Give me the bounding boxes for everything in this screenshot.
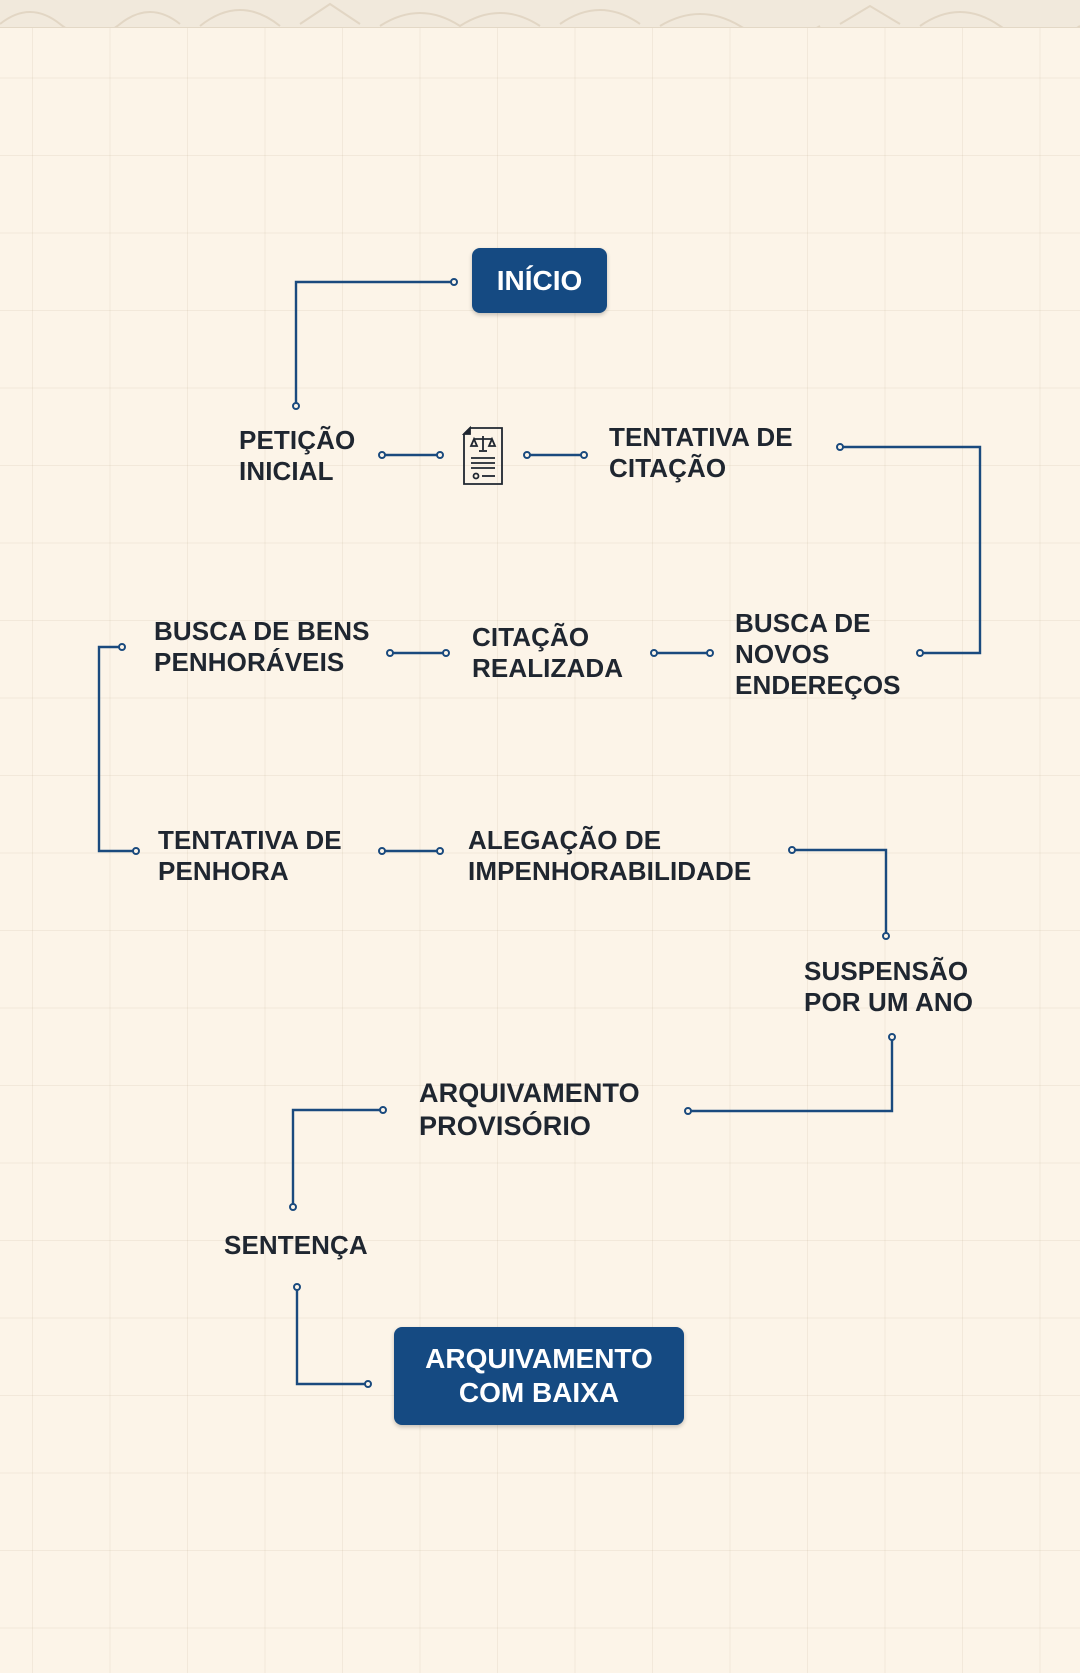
step-arquivamento-provisorio: ARQUIVAMENTO PROVISÓRIO xyxy=(419,1078,640,1141)
connector-dot xyxy=(684,1107,692,1115)
decorative-top-band xyxy=(0,0,1080,28)
connector-tentativa-busca-enderecos xyxy=(840,445,982,655)
end-node: ARQUIVAMENTO COM BAIXA xyxy=(394,1327,684,1425)
step-sentenca: SENTENÇA xyxy=(224,1230,368,1260)
connector-dot xyxy=(378,451,386,459)
connector-dot xyxy=(442,649,450,657)
connector-suspensao-arquivamento xyxy=(688,1037,894,1113)
connector-dot xyxy=(292,402,300,410)
connector-alegacao-suspensao xyxy=(792,848,888,936)
step-citacao-realizada: CITAÇÃO REALIZADA xyxy=(472,622,624,683)
connector-dot xyxy=(293,1283,301,1291)
start-node: INÍCIO xyxy=(472,248,607,313)
connector-dot xyxy=(364,1380,372,1388)
connector-dot xyxy=(650,649,658,657)
connector-dot xyxy=(436,451,444,459)
connector-dot xyxy=(132,847,140,855)
step-busca-de-bens-penhoraveis: BUSCA DE BENS PENHORÁVEIS xyxy=(154,616,370,677)
legal-document-scales-icon xyxy=(462,426,503,485)
step-tentativa-de-citacao: TENTATIVA DE CITAÇÃO xyxy=(609,422,793,483)
connector-dot xyxy=(788,846,796,854)
step-peticao-inicial: PETIÇÃO INICIAL xyxy=(239,425,356,486)
connector-sentenca-end xyxy=(295,1287,368,1386)
connector-dot xyxy=(580,451,588,459)
connector-dot xyxy=(523,451,531,459)
connector-dot xyxy=(118,643,126,651)
connector-dot xyxy=(436,847,444,855)
connector-dot xyxy=(379,1106,387,1114)
connector-dot xyxy=(916,649,924,657)
step-tentativa-de-penhora: TENTATIVA DE PENHORA xyxy=(158,825,342,886)
connector-dot xyxy=(450,278,458,286)
connector-dot xyxy=(386,649,394,657)
connector-dot xyxy=(706,649,714,657)
connector-dot xyxy=(289,1203,297,1211)
connector-dot xyxy=(378,847,386,855)
step-busca-de-novos-enderecos: BUSCA DE NOVOS ENDEREÇOS xyxy=(735,608,901,700)
connector-inicio-peticao xyxy=(294,280,454,406)
connector-arquivamento-sentenca xyxy=(291,1108,383,1207)
connector-dot xyxy=(836,443,844,451)
connector-dot xyxy=(882,932,890,940)
connector-busca-bens-tentativa-penhora xyxy=(97,645,136,853)
step-suspensao-por-um-ano: SUSPENSÃO POR UM ANO xyxy=(804,956,974,1017)
step-alegacao-de-impenhorabilidade: ALEGAÇÃO DE IMPENHORABILIDADE xyxy=(468,825,752,886)
decorative-pattern xyxy=(0,2,1080,27)
connector-dot xyxy=(888,1033,896,1041)
